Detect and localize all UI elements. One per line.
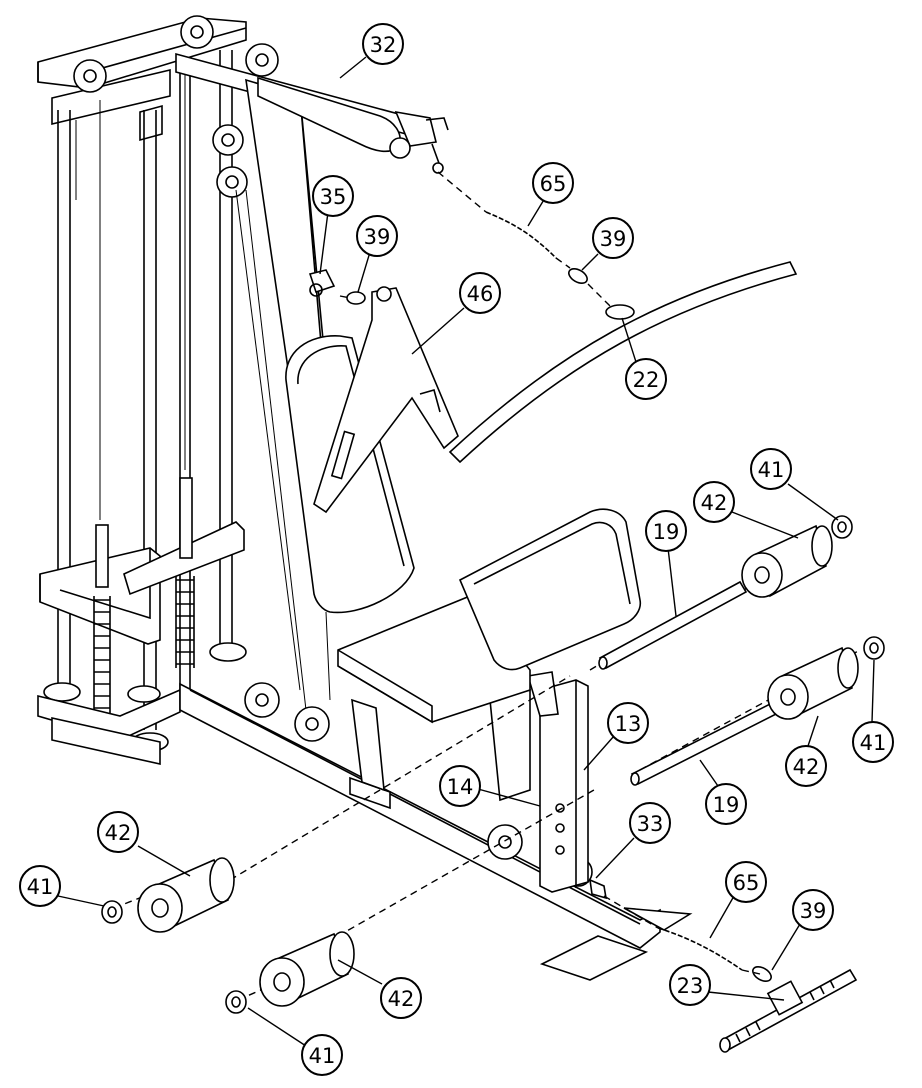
callout-19: 19 [645, 510, 687, 552]
callout-19: 19 [705, 783, 747, 825]
chain-65-upper [485, 211, 557, 259]
arm-46 [308, 269, 459, 514]
callout-label: 42 [701, 491, 728, 515]
callout-33: 33 [629, 802, 671, 844]
callout-22: 22 [625, 358, 667, 400]
roller-pad-42 [767, 646, 859, 720]
callout-23: 23 [669, 964, 711, 1006]
callout-label: 42 [388, 987, 415, 1011]
callout-label: 19 [713, 793, 740, 817]
callout-41: 41 [301, 1034, 343, 1076]
leader-lines [57, 56, 875, 1047]
callout-label: 39 [800, 899, 827, 923]
callout-42: 42 [97, 811, 139, 853]
callout-65: 65 [725, 861, 767, 903]
roller-pad-42 [259, 931, 355, 1007]
callout-label: 23 [677, 974, 704, 998]
clip-39 [752, 965, 772, 983]
callout-label: 46 [467, 282, 494, 306]
callout-label: 39 [364, 225, 391, 249]
end-cap-41 [831, 515, 853, 539]
end-cap-41 [101, 900, 123, 924]
callout-41: 41 [852, 721, 894, 763]
callout-35: 35 [312, 175, 354, 217]
chain-65-lower [657, 927, 743, 971]
callout-label: 42 [105, 821, 132, 845]
handle-23 [719, 968, 858, 1053]
callout-32: 32 [362, 23, 404, 65]
callout-41: 41 [750, 448, 792, 490]
callout-label: 39 [600, 227, 627, 251]
clip-39 [568, 267, 588, 285]
callout-label: 65 [540, 172, 567, 196]
callout-label: 65 [733, 871, 760, 895]
callout-label: 19 [653, 520, 680, 544]
main-frame [175, 52, 693, 981]
callout-label: 41 [860, 731, 887, 755]
callout-14: 14 [439, 765, 481, 807]
callout-42: 42 [785, 745, 827, 787]
callout-label: 42 [793, 755, 820, 779]
shaft-end [598, 656, 608, 670]
roller-pad-42 [137, 857, 235, 933]
callout-13: 13 [607, 702, 649, 744]
callout-label: 41 [309, 1044, 336, 1068]
callout-46: 46 [459, 272, 501, 314]
callout-42: 42 [380, 977, 422, 1019]
callout-39: 39 [356, 215, 398, 257]
callout-label: 35 [320, 185, 347, 209]
shaft-end [630, 772, 640, 786]
callout-label: 33 [637, 812, 664, 836]
callout-label: 22 [633, 368, 660, 392]
callout-label: 32 [370, 33, 397, 57]
callout-39: 39 [592, 217, 634, 259]
weight-stack-tower [37, 15, 279, 765]
end-cap-41 [863, 636, 885, 660]
roller-pad-42 [741, 524, 833, 598]
callout-41: 41 [19, 865, 61, 907]
callout-label: 41 [758, 458, 785, 482]
curved-lat-bar [448, 261, 798, 464]
clip-39 [346, 291, 366, 305]
callout-42: 42 [693, 481, 735, 523]
callout-label: 13 [615, 712, 642, 736]
end-cap-41 [225, 990, 247, 1014]
callout-65: 65 [532, 162, 574, 204]
pads [285, 335, 642, 724]
weight-plates [93, 576, 195, 724]
callout-39: 39 [792, 889, 834, 931]
bolt-33 [589, 878, 607, 900]
callout-label: 41 [27, 875, 54, 899]
callout-label: 14 [447, 775, 474, 799]
bar-clip [605, 304, 635, 320]
